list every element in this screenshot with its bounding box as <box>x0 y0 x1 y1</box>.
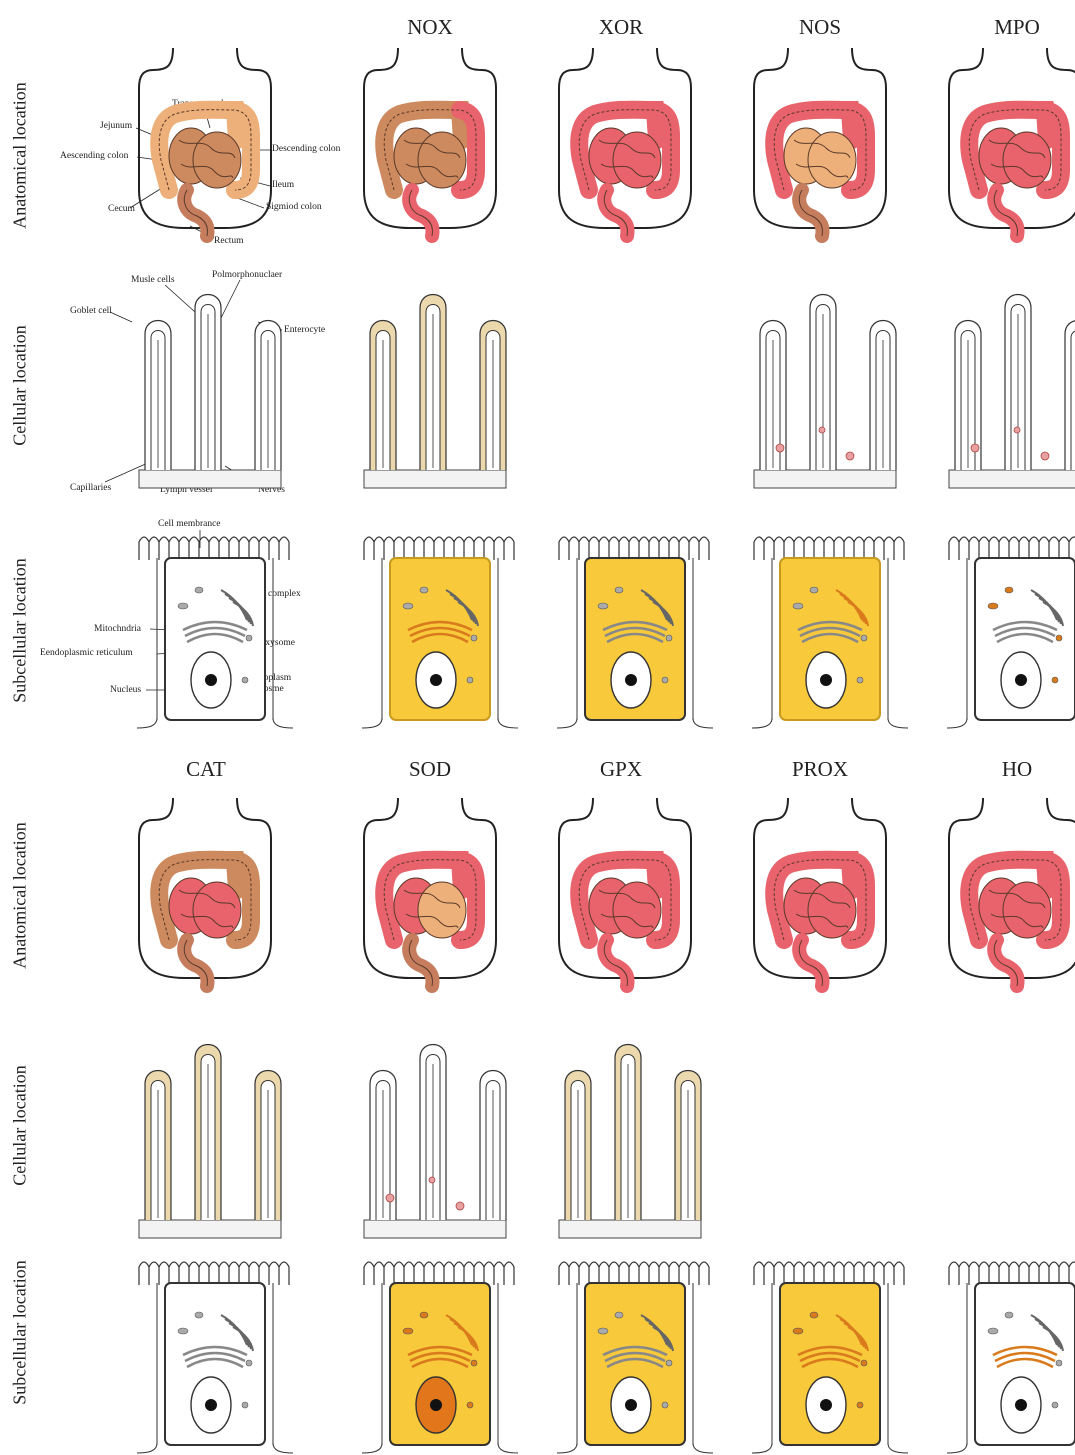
subcellular-illustration <box>750 530 910 730</box>
row-label-cellular-bottom: Cellular location <box>0 1010 40 1240</box>
row-label-subcellular-bottom: Subcellular location <box>0 1240 40 1424</box>
subcellular-illustration <box>555 1255 715 1455</box>
enzyme-header-sod: SOD <box>370 757 490 782</box>
enzyme-header-ho: HO <box>957 757 1075 782</box>
label-capillaries: Capillaries <box>70 483 111 493</box>
anatomical-illustration <box>750 790 890 1000</box>
row-label-subcellular-top: Subcellular location <box>0 515 40 745</box>
label-descending-colon: Descending colon <box>272 144 340 154</box>
anatomical-illustration <box>360 40 500 250</box>
label-ascending-colon: Aescending colon <box>60 151 128 161</box>
label-polymorphonuclear: Polmorphonuclaer <box>212 270 282 280</box>
anatomical-illustration <box>360 790 500 1000</box>
label-enterocyte: Enterocyte <box>284 325 325 335</box>
label-endoplasmic-reticulum: Eendoplasmic reticulum <box>40 648 133 658</box>
row-label-cellular-top: Cellular location <box>0 270 40 500</box>
label-goblet-cell: Goblet cell <box>70 306 112 316</box>
cellular-illustration <box>945 280 1075 490</box>
subcellular-illustration <box>945 530 1075 730</box>
cellular-illustration <box>750 280 900 490</box>
enzyme-header-xor: XOR <box>561 15 681 40</box>
anatomical-illustration <box>750 40 890 250</box>
anatomical-illustration <box>555 790 695 1000</box>
anatomical-illustration <box>135 790 275 1000</box>
subcellular-illustration <box>360 1255 520 1455</box>
cellular-illustration <box>135 1030 285 1240</box>
label-ileum: Ileum <box>272 180 294 190</box>
enzyme-header-nos: NOS <box>760 15 880 40</box>
label-cecum: Cecum <box>108 204 135 214</box>
cellular-illustration <box>360 1030 510 1240</box>
enzyme-header-nox: NOX <box>370 15 490 40</box>
label-cell-membrane: Cell membrance <box>158 519 221 529</box>
enzyme-header-cat: CAT <box>146 757 266 782</box>
anatomical-illustration <box>555 40 695 250</box>
label-jejunum: Jejunum <box>100 121 132 131</box>
anatomical-illustration <box>135 40 275 250</box>
row-label-anatomical-top: Anatomical location <box>0 40 40 270</box>
enzyme-header-mpo: MPO <box>957 15 1075 40</box>
subcellular-illustration <box>135 530 295 730</box>
cellular-illustration <box>555 1030 705 1240</box>
row-label-anatomical-bottom: Anatomical location <box>0 780 40 1010</box>
subcellular-illustration <box>360 530 520 730</box>
subcellular-illustration <box>135 1255 295 1455</box>
anatomical-illustration <box>945 790 1075 1000</box>
subcellular-illustration <box>750 1255 910 1455</box>
label-mitochondria: Mitochndria <box>94 624 141 634</box>
enzyme-header-prox: PROX <box>760 757 880 782</box>
cellular-illustration <box>135 280 285 490</box>
subcellular-illustration <box>945 1255 1075 1455</box>
anatomical-illustration <box>945 40 1075 250</box>
subcellular-illustration <box>555 530 715 730</box>
cellular-illustration <box>360 280 510 490</box>
enzyme-header-gpx: GPX <box>561 757 681 782</box>
